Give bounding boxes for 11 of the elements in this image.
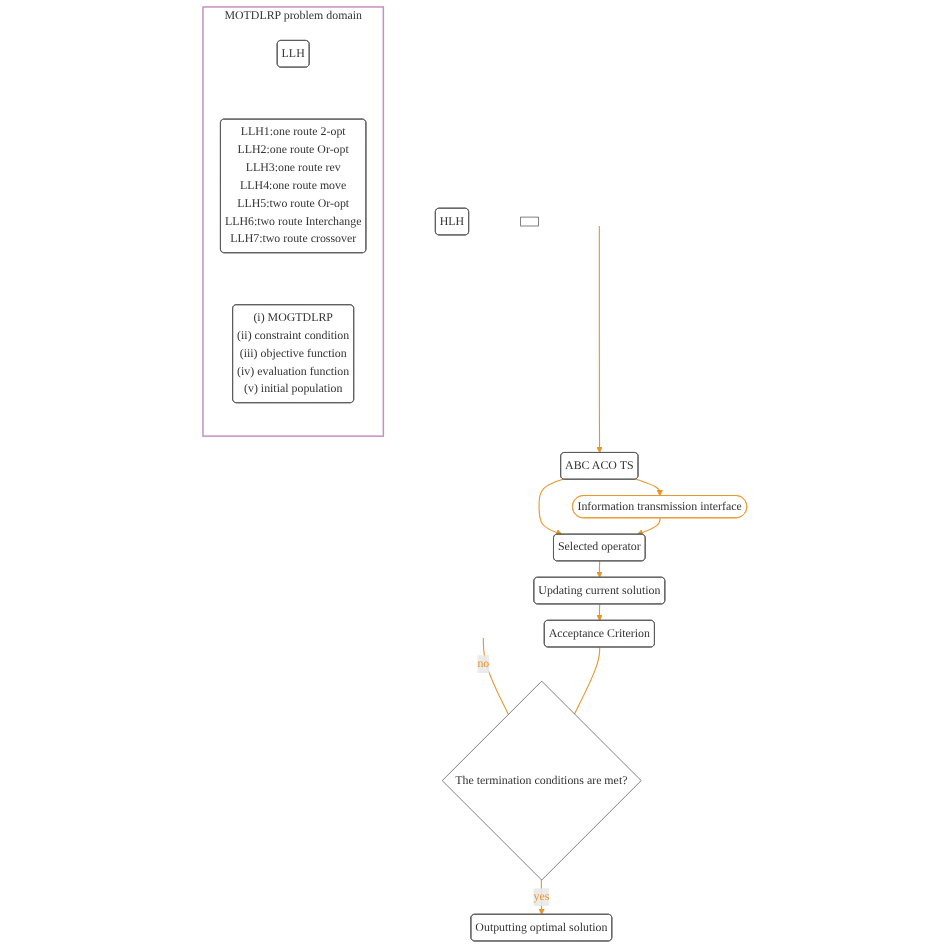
- connector: [481, 637, 508, 715]
- arrow: [634, 478, 663, 497]
- connector: [572, 646, 600, 715]
- arrow: [595, 225, 602, 454]
- arrow: [635, 517, 660, 536]
- node-diamond: [441, 680, 641, 881]
- arrow: [595, 603, 602, 621]
- cluster: [201, 6, 384, 437]
- arrow: [537, 478, 563, 536]
- arrow: [595, 560, 602, 578]
- node-box: [519, 216, 538, 227]
